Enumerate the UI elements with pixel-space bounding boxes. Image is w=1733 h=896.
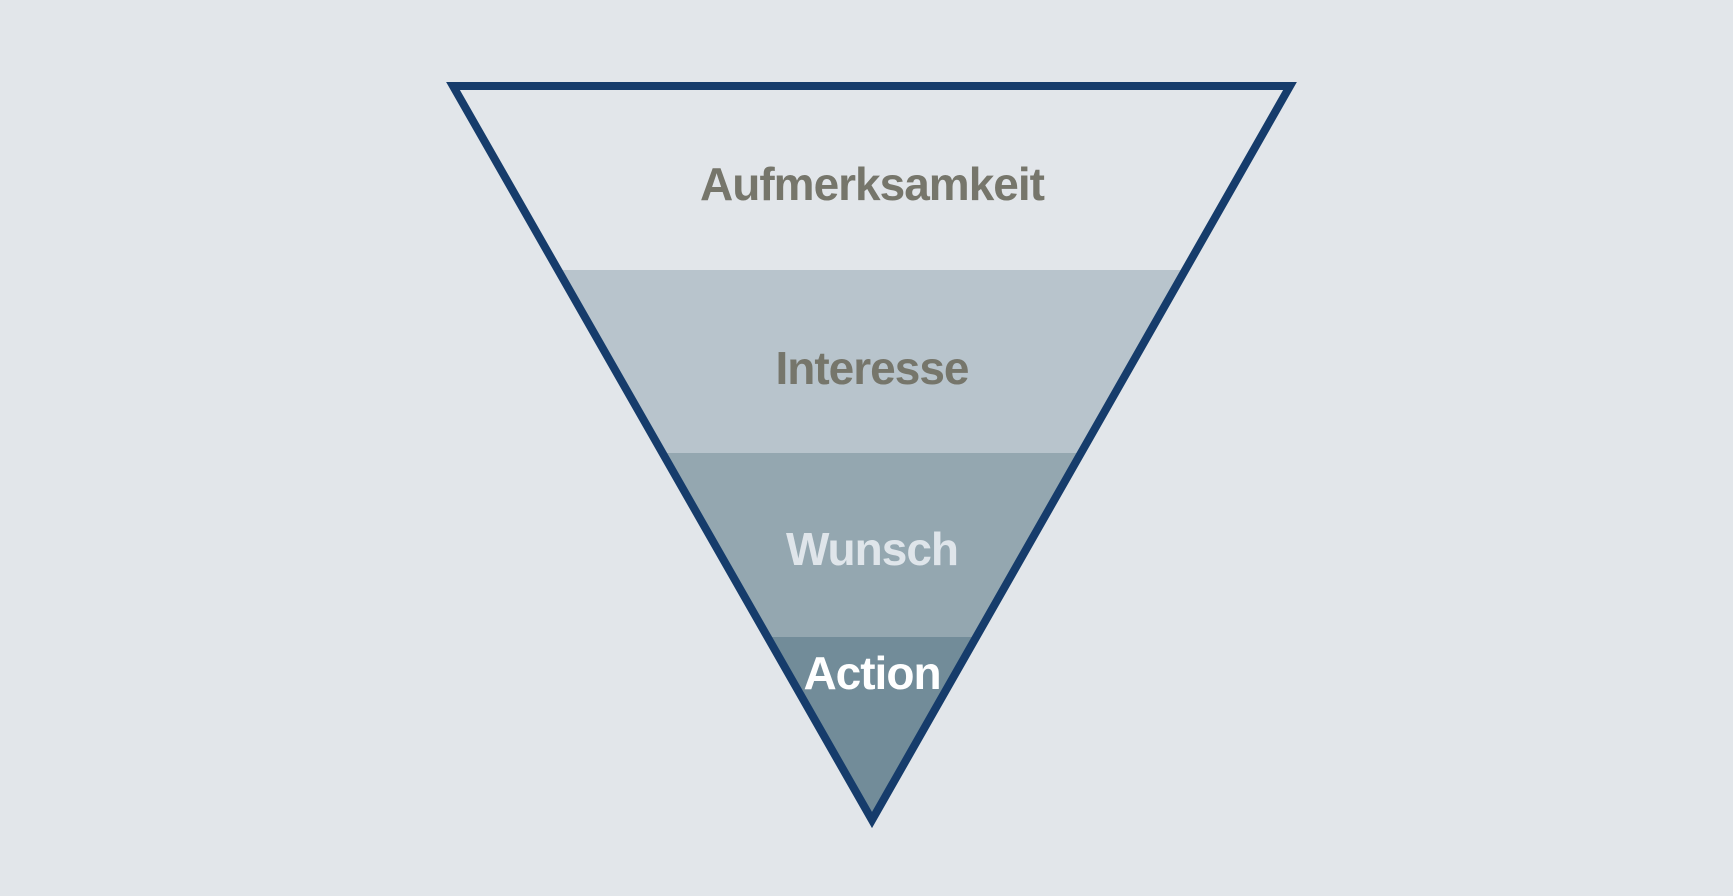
stage-label-action: Action [803, 647, 940, 699]
band-aufmerksamkeit [453, 86, 1290, 270]
stage-label-interesse: Interesse [775, 342, 968, 394]
stage-label-aufmerksamkeit: Aufmerksamkeit [700, 158, 1045, 210]
funnel-outline [446, 82, 1297, 829]
band-interesse [558, 270, 1186, 453]
band-action [767, 637, 977, 820]
band-wunsch [662, 453, 1081, 637]
stage-label-wunsch: Wunsch [786, 523, 958, 575]
